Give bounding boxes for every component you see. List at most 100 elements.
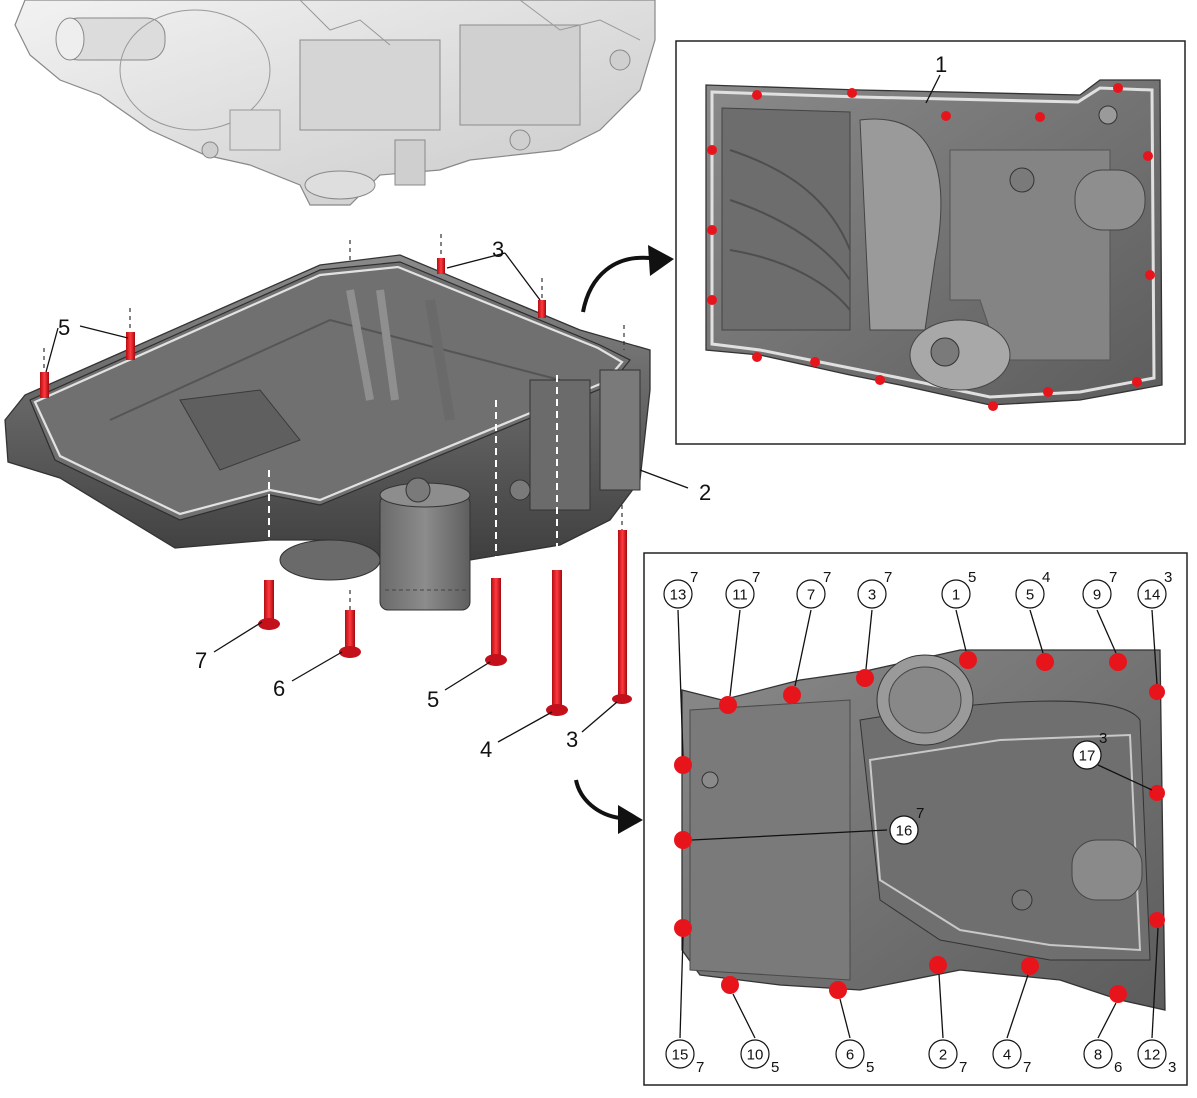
callout-5-bottom: 5 xyxy=(427,687,439,712)
bolt-6 xyxy=(345,610,355,648)
sequence-callout-4: 47 xyxy=(992,1039,1031,1076)
bolt-type-number: 7 xyxy=(823,569,831,586)
sequence-number: 7 xyxy=(807,587,815,604)
sequence-circle xyxy=(1137,1039,1167,1069)
bolt-axis-lines xyxy=(268,375,558,575)
callout-3-bottom: 3 xyxy=(566,727,578,752)
sequence-number: 5 xyxy=(1026,587,1034,604)
bolt-3-top-a xyxy=(437,258,445,274)
sequence-circle xyxy=(725,579,755,609)
arrow-head-top xyxy=(648,245,674,276)
sequence-circle xyxy=(1082,579,1112,609)
detail-arrows xyxy=(574,245,674,834)
sequence-number: 10 xyxy=(747,1047,764,1064)
sequence-number: 13 xyxy=(670,587,687,604)
engine-block-illustration xyxy=(14,0,656,206)
sequence-callouts: 1371177737155497143173167157105652747861… xyxy=(663,569,1176,1076)
sequence-callout-9: 97 xyxy=(1082,569,1117,609)
sequence-callout-7: 77 xyxy=(796,569,831,609)
sequence-number: 16 xyxy=(896,823,913,840)
bolt-type-number: 3 xyxy=(1099,730,1107,747)
bolt-3-long xyxy=(618,530,627,695)
sequence-callout-10: 10 5 xyxy=(740,1039,779,1076)
top-detail-bolt-markers xyxy=(707,83,1155,411)
bolt-4 xyxy=(552,570,562,706)
exploded-leaders xyxy=(45,252,689,743)
sequence-detail-panel: 1371177737155497143173167157105652747861… xyxy=(643,552,1188,1086)
bolt-7 xyxy=(264,580,274,620)
sequence-callout-8: 86 xyxy=(1083,1039,1122,1076)
arrow-head-bottom xyxy=(618,805,643,834)
callout-5-top: 5 xyxy=(58,315,70,340)
bolt-5-left xyxy=(40,372,49,398)
bolt-3-long-head xyxy=(612,694,632,704)
bolt-type-number: 7 xyxy=(696,1059,704,1076)
sequence-circle xyxy=(796,579,826,609)
sequence-number: 12 xyxy=(1144,1047,1161,1064)
bolt-type-number: 7 xyxy=(1023,1059,1031,1076)
sequence-callout-12: 123 xyxy=(1137,1039,1176,1076)
top-detail-panel: 1 xyxy=(675,40,1186,445)
sequence-callout-17: 173 xyxy=(1072,730,1107,770)
sequence-callout-6: 65 xyxy=(835,1039,874,1076)
callout-4: 4 xyxy=(480,737,492,762)
callout-3-top: 3 xyxy=(492,237,504,262)
bolt-type-number: 7 xyxy=(884,569,892,586)
sequence-number: 17 xyxy=(1079,748,1096,765)
bolt-7-head xyxy=(258,618,280,630)
sequence-number: 9 xyxy=(1093,587,1101,604)
sequence-circle xyxy=(1137,579,1167,609)
bolt-5-long xyxy=(491,578,501,656)
bolt-5-right xyxy=(126,332,135,360)
callout-2: 2 xyxy=(699,480,711,505)
bolt-type-number: 3 xyxy=(1164,569,1172,586)
bolt-type-number: 7 xyxy=(916,805,924,822)
sequence-number: 14 xyxy=(1144,587,1161,604)
sequence-circle xyxy=(665,1039,695,1069)
sequence-number: 11 xyxy=(732,587,748,604)
sequence-bolt-markers xyxy=(674,651,1165,1003)
callout-1: 1 xyxy=(935,52,947,77)
bolt-axis-lines-top xyxy=(43,234,625,610)
bolt-type-number: 5 xyxy=(968,569,976,586)
bolt-5-long-head xyxy=(485,654,507,666)
sequence-callout-13: 137 xyxy=(663,569,698,609)
sequence-circle xyxy=(857,579,887,609)
top-bolts xyxy=(40,258,546,398)
arrow-to-bottom-detail xyxy=(574,779,621,820)
sequence-callout-15: 15 7 xyxy=(665,1039,704,1076)
bolt-type-number: 5 xyxy=(866,1059,874,1076)
sequence-circle xyxy=(928,1039,958,1069)
sequence-circle xyxy=(1072,740,1102,770)
sequence-circle xyxy=(941,579,971,609)
sequence-callout-1: 15 xyxy=(941,569,976,609)
bolt-6-head xyxy=(339,646,361,658)
sequence-callout-14: 143 xyxy=(1137,569,1172,609)
sequence-circle xyxy=(889,815,919,845)
sequence-circle xyxy=(1015,579,1045,609)
sequence-number: 1 xyxy=(952,587,960,604)
sequence-circle xyxy=(1083,1039,1113,1069)
sequence-number: 4 xyxy=(1003,1047,1011,1064)
sequence-callout-3: 37 xyxy=(857,569,892,609)
bolt-3-top-b xyxy=(538,300,546,318)
bolt-type-number: 7 xyxy=(959,1059,967,1076)
sequence-callout-16: 167 xyxy=(889,805,924,845)
bolt-type-number: 5 xyxy=(771,1059,779,1076)
sequence-callout-11: 117 xyxy=(725,569,760,609)
bolt-type-number: 7 xyxy=(1109,569,1117,586)
sequence-number: 2 xyxy=(939,1047,947,1064)
oil-pan-illustration xyxy=(4,254,651,611)
sequence-number: 15 xyxy=(672,1047,689,1064)
bolt-type-number: 4 xyxy=(1042,569,1050,586)
callout-7: 7 xyxy=(195,648,207,673)
bolt-type-number: 7 xyxy=(690,569,698,586)
sequence-circle xyxy=(663,579,693,609)
sequence-number: 3 xyxy=(868,587,876,604)
sequence-number: 8 xyxy=(1094,1047,1102,1064)
sequence-circle xyxy=(740,1039,770,1069)
bolt-type-number: 7 xyxy=(752,569,760,586)
exploded-callouts: 3 5 2 7 6 5 4 3 xyxy=(58,237,711,762)
sequence-circle xyxy=(835,1039,865,1069)
